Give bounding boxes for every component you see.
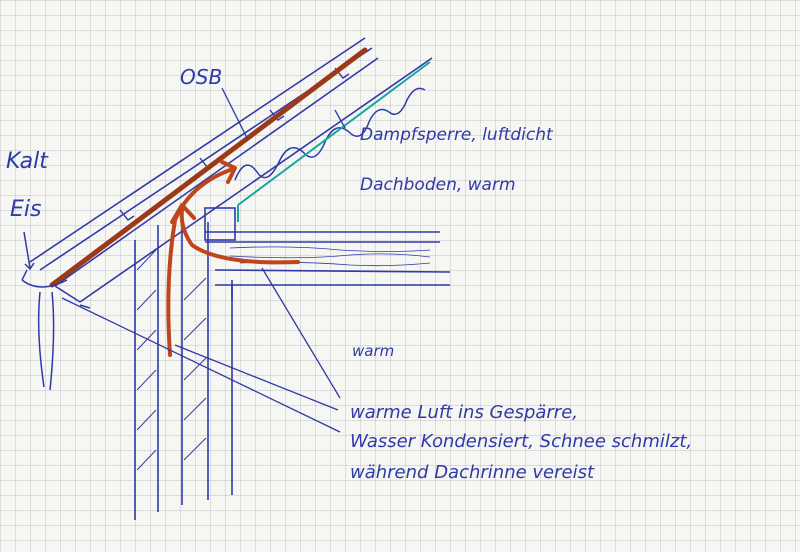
- label-vapor-barrier: Dampfsperre, luftdicht: [360, 125, 554, 145]
- eave-cut: [54, 285, 81, 303]
- hatch-a3: [136, 329, 157, 351]
- grain-1: [229, 246, 431, 252]
- gutter-body: [21, 279, 68, 288]
- wall: [134, 222, 233, 520]
- vapor-barrier-line: [237, 61, 431, 206]
- joist-top: [214, 269, 451, 273]
- hatch-a2: [136, 289, 157, 311]
- note-leader-2: [174, 344, 339, 411]
- insulation-squiggle: [234, 87, 426, 181]
- vapor-leader: [334, 109, 346, 129]
- eave-edge: [79, 304, 91, 309]
- gutter: [21, 269, 68, 391]
- leader-lines: [61, 87, 346, 433]
- downspout-left: [37, 291, 45, 388]
- roof-inner-line: [79, 57, 433, 303]
- attic-floor: [204, 207, 451, 300]
- airflow-arrows: [166, 160, 300, 357]
- note-leader-1: [261, 267, 341, 399]
- gutter-lip: [21, 269, 28, 281]
- hatch-b5: [183, 437, 207, 461]
- hatch-b4: [183, 397, 207, 421]
- eis-arrow: [23, 231, 35, 271]
- label-eis: Eis: [10, 197, 41, 222]
- airflow-secondary-head: [170, 203, 196, 224]
- airflow-secondary-path: [179, 208, 300, 265]
- osb-board: [49, 47, 368, 288]
- grain-2: [229, 253, 431, 259]
- airflow-main-path: [166, 168, 232, 357]
- label-kalt: Kalt: [6, 149, 49, 174]
- label-osb: OSB: [180, 65, 222, 89]
- roof-outer-line: [29, 37, 366, 263]
- hatch-a6: [136, 449, 157, 471]
- label-attic: Dachboden, warm: [360, 175, 516, 195]
- label-warm-room: warm: [352, 342, 394, 360]
- downspout-right: [49, 291, 55, 391]
- wall-hatching: [136, 249, 207, 471]
- osb-leader: [221, 87, 249, 141]
- note-line-2: Wasser Kondensiert, Schnee schmilzt,: [350, 431, 692, 452]
- roof-line-3: [54, 57, 379, 287]
- hatch-a1: [136, 249, 157, 271]
- top-plate: [204, 207, 236, 241]
- hatch-b3: [183, 357, 207, 381]
- tile-lap-1: [119, 209, 135, 221]
- hatch-a4: [136, 369, 157, 391]
- hatch-a5: [136, 409, 157, 431]
- hatch-b2: [183, 317, 207, 341]
- note-line-3: während Dachrinne vereist: [350, 462, 595, 483]
- airflow-main-head: [220, 160, 237, 184]
- note-line-1: warme Luft ins Gespärre,: [350, 402, 578, 423]
- hatch-b1: [183, 277, 207, 301]
- tile-lap-3: [269, 109, 285, 121]
- note-leader-3: [61, 297, 341, 433]
